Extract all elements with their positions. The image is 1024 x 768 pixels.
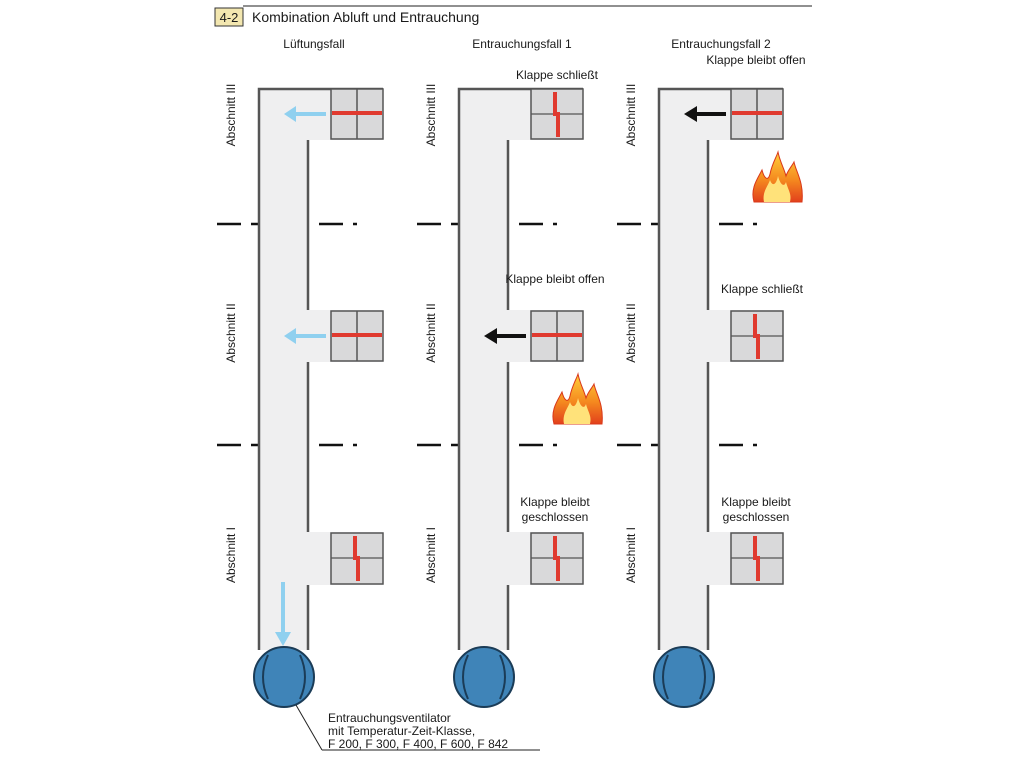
- section-label-ii: Abschnitt II: [624, 303, 638, 362]
- smoke-arrow: [684, 106, 726, 122]
- fan-icon: [253, 646, 315, 708]
- damper-status-label: Klappe bleibt geschlossen: [721, 495, 791, 524]
- section-label-i: Abschnitt I: [224, 527, 238, 583]
- airflow-arrow: [284, 106, 326, 122]
- duct: [259, 89, 383, 650]
- section-label-ii: Abschnitt II: [424, 303, 438, 362]
- damper-status-label-box: Klappe bleibt geschlossen: [721, 495, 791, 524]
- column-entrauchungsfall-1: Klappe schließt Klappe bleibt offen Klap…: [453, 68, 605, 708]
- section-label-iii: Abschnitt III: [224, 84, 238, 147]
- damper-open: [730, 88, 784, 140]
- fan-caption-line-3: F 200, F 300, F 400, F 600, F 842: [328, 737, 508, 751]
- duct-outline: [657, 87, 783, 650]
- damper-closed: [330, 532, 384, 585]
- damper-status-label-box: Klappe bleibt offen: [505, 272, 605, 286]
- figure-number: 4-2: [220, 10, 239, 25]
- damper-open: [530, 310, 584, 362]
- column-heading-entrauchungsfall-1: Entrauchungsfall 1: [472, 37, 572, 51]
- damper-open: [330, 88, 384, 140]
- fire-icon: [552, 372, 603, 425]
- damper-status-label: Klappe schließt: [516, 68, 599, 82]
- column-heading-entrauchungsfall-2: Entrauchungsfall 2: [671, 37, 771, 51]
- damper-open: [330, 310, 384, 362]
- figure-title: Kombination Abluft und Entrauchung: [252, 9, 479, 25]
- damper-status-label-box: Klappe bleibt offen: [706, 53, 806, 67]
- section-label-i: Abschnitt I: [624, 527, 638, 583]
- damper-status-label: Klappe bleibt offen: [706, 53, 806, 67]
- caption-leader-line: [295, 704, 323, 751]
- duct: [459, 89, 583, 650]
- section-label-iii: Abschnitt III: [424, 84, 438, 147]
- figure-number-box: [214, 7, 244, 27]
- damper-closed: [730, 310, 784, 362]
- section-label-i: Abschnitt I: [424, 527, 438, 583]
- fan-icon: [453, 646, 515, 708]
- duct: [659, 89, 783, 650]
- section-label-ii: Abschnitt II: [224, 303, 238, 362]
- damper-status-label: Klappe bleibt geschlossen: [520, 495, 590, 524]
- damper-closed: [530, 88, 584, 140]
- column-entrauchungsfall-2: Klappe bleibt offen Klappe schließt Klap…: [653, 53, 806, 708]
- damper-status-label-box: Klappe bleibt geschlossen: [520, 495, 590, 524]
- damper-closed: [530, 532, 584, 585]
- duct-outline: [257, 87, 383, 650]
- column-lueftungsfall: [253, 87, 384, 708]
- section-labels: Abschnitt III Abschnitt III Abschnitt II…: [224, 84, 638, 583]
- damper-closed: [730, 532, 784, 585]
- fan-caption-line-2: mit Temperatur-Zeit-Klasse,: [328, 724, 475, 738]
- fan-caption-line-1: Entrauchungsventilator: [328, 711, 451, 725]
- smoke-arrow: [484, 328, 526, 344]
- section-label-iii: Abschnitt III: [624, 84, 638, 147]
- figure-header: 4-2 Kombination Abluft und Entrauchung: [214, 5, 812, 27]
- duct-outline: [457, 87, 583, 650]
- damper-status-label: Klappe schließt: [721, 282, 804, 296]
- airflow-arrow-down: [275, 582, 291, 646]
- fire-icon: [752, 150, 803, 203]
- fan-icon: [653, 646, 715, 708]
- damper-status-label: Klappe bleibt offen: [505, 272, 605, 286]
- airflow-arrow: [284, 328, 326, 344]
- fan-caption: Entrauchungsventilator mit Temperatur-Ze…: [295, 704, 540, 751]
- column-heading-lueftungsfall: Lüftungsfall: [283, 37, 344, 51]
